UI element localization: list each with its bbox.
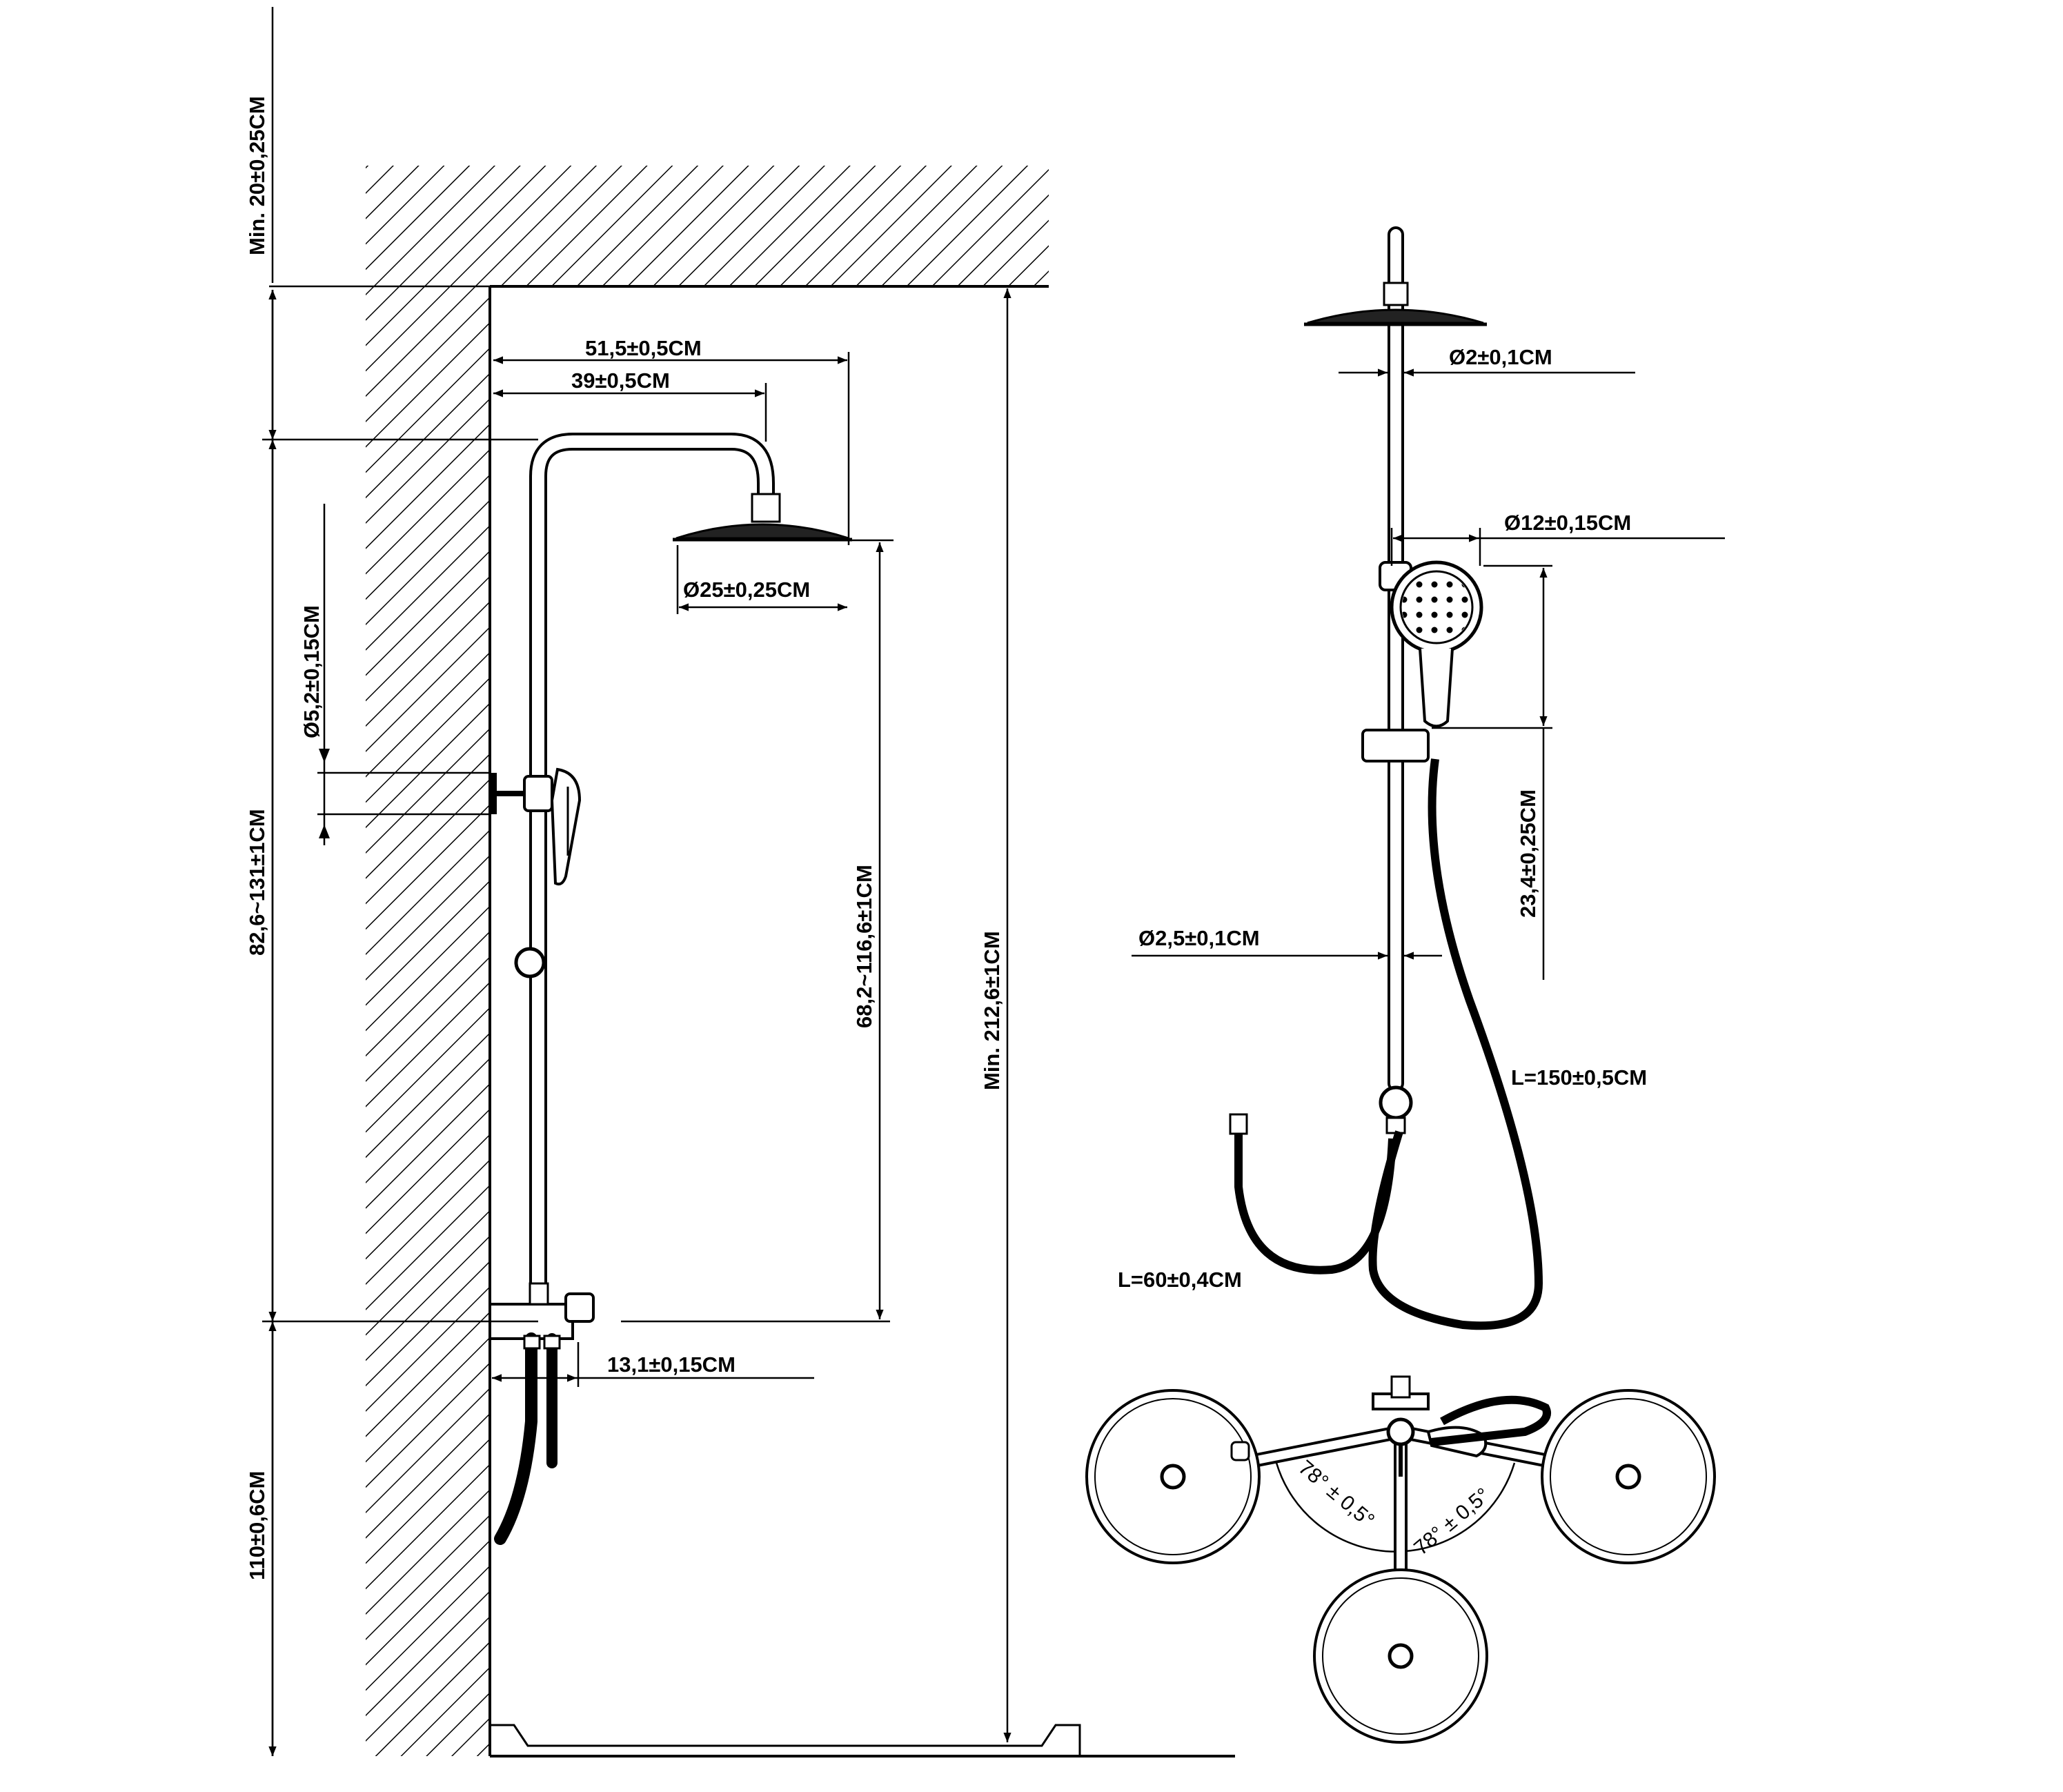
head-right bbox=[1541, 1389, 1716, 1564]
floor-step bbox=[490, 1724, 1081, 1756]
side-view: Min. 20±0,25CM 82,6~131±1CM 110±0,6CM Ø5… bbox=[245, 7, 1235, 1757]
dim-hand-shower-diameter: Ø12±0,15CM bbox=[1504, 511, 1631, 535]
head-left bbox=[1085, 1389, 1261, 1564]
front-slider bbox=[1361, 729, 1430, 762]
top-hub bbox=[1386, 1417, 1415, 1446]
dim-connect-hose-length: L=60±0,4CM bbox=[1118, 1268, 1242, 1292]
ceiling-hatch bbox=[366, 166, 1049, 286]
front-valve bbox=[1379, 1085, 1413, 1120]
hand-shower-handle bbox=[1419, 648, 1454, 728]
front-view: Ø2±0,1CM Ø12±0,15CM 23,4±0,25CM Ø2,5±0,1… bbox=[1118, 226, 1725, 1330]
wall-hatch bbox=[366, 286, 490, 1756]
front-top-connector bbox=[1383, 282, 1409, 306]
dim-arm-reach: 39±0,5CM bbox=[571, 368, 670, 393]
dim-head-diameter: Ø25±0,25CM bbox=[683, 578, 810, 602]
head-bottom bbox=[1313, 1568, 1488, 1744]
dim-arm-length: 51,5±0,5CM bbox=[585, 336, 702, 360]
top-view: 78° ± 0,5° 78° ± 0,5° bbox=[1085, 1375, 1716, 1744]
dim-ceiling-clearance: Min. 20±0,25CM bbox=[245, 96, 269, 255]
dim-upper-pipe-diameter: Ø2±0,1CM bbox=[1449, 345, 1552, 369]
dim-top-section: 82,6~131±1CM bbox=[245, 809, 269, 956]
front-hand-hose bbox=[1368, 758, 1543, 1330]
shower-pipe-inner bbox=[532, 435, 772, 1297]
wall-bracket bbox=[490, 773, 497, 814]
front-upper-pipe bbox=[1388, 226, 1404, 1092]
rain-head bbox=[675, 523, 849, 540]
hand-shower-side bbox=[550, 767, 582, 886]
dim-hand-hose-length: L=150±0,5CM bbox=[1511, 1065, 1647, 1090]
front-rain-head bbox=[1307, 308, 1484, 324]
head-connector bbox=[751, 493, 781, 523]
shower-pipe bbox=[529, 433, 775, 1297]
dim-bottom-section: 110±0,6CM bbox=[245, 1471, 269, 1580]
dim-slide-range: 23,4±0,25CM bbox=[1516, 789, 1540, 918]
dim-riser-height: 68,2~116,6±1CM bbox=[852, 865, 876, 1028]
bracket-clamp bbox=[523, 775, 553, 812]
dim-lower-pipe-diameter: Ø2,5±0,1CM bbox=[1138, 926, 1260, 950]
valve-knob bbox=[564, 1292, 595, 1323]
dim-valve-offset: 13,1±0,15CM bbox=[607, 1352, 736, 1377]
slider-knob bbox=[514, 947, 546, 978]
angle-right-label: 78° ± 0,5° bbox=[1410, 1484, 1494, 1559]
angle-left-label: 78° ± 0,5° bbox=[1294, 1456, 1379, 1532]
dim-bracket-diameter: Ø5,2±0,15CM bbox=[299, 605, 324, 738]
top-hose bbox=[1431, 1395, 1551, 1446]
dim-total-height: Min. 212,6±1CM bbox=[980, 931, 1004, 1090]
side-hose-long bbox=[494, 1332, 537, 1545]
